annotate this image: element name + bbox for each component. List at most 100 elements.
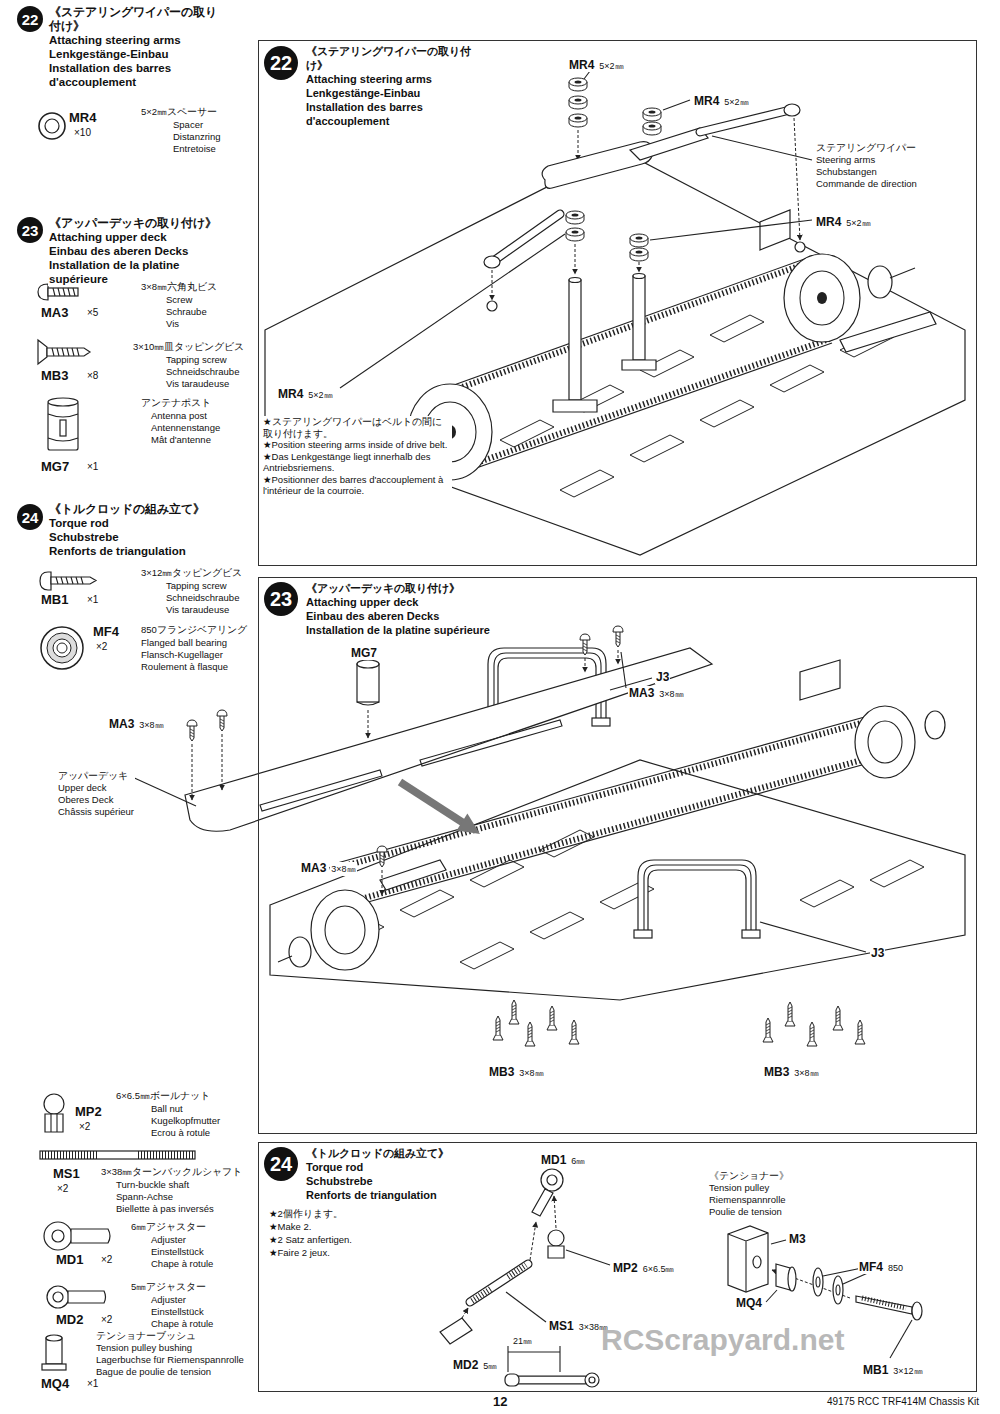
part-description: Vis taraudeuse [165, 378, 240, 390]
callout-label-group: MB33×8㎜ [488, 1062, 545, 1080]
steering-arm-illustration [700, 400, 754, 427]
step-heading: Installation de la platine supérieure [48, 258, 228, 286]
upper-deck-illustration [382, 870, 383, 895]
part-quantity: ×2 [56, 1183, 69, 1195]
step-number-circle: 22 [17, 6, 43, 32]
part-description: Distanzring [172, 131, 222, 143]
part-description: Einstellstück [150, 1306, 214, 1318]
callout-label: MB3 [488, 1065, 515, 1079]
torque-rod-illustration [766, 1290, 777, 1302]
callout-label: MD1 [540, 1153, 567, 1167]
step-heading-group: 《ステアリングワイパーの取り付け》Attaching steering arms… [48, 5, 228, 89]
page-number: 12 [492, 1394, 508, 1410]
upper-deck-illustration [457, 814, 480, 834]
torque-rod-illustration [554, 1196, 556, 1228]
part-description: Ecrou à rotule [150, 1127, 221, 1139]
note: ★Make 2. [268, 1220, 353, 1233]
callout-label: MR4 [568, 58, 595, 72]
upper-deck-illustration [217, 710, 227, 731]
steering-arm-illustration [265, 150, 965, 555]
upper-deck-illustration [400, 890, 454, 917]
part-description-group: 6×6.5㎜ボールナット [115, 1090, 211, 1101]
parts-icons [71, 1229, 110, 1243]
callout-label: MR4 [277, 387, 304, 401]
part-description: 3×10㎜皿タッピングビス [132, 341, 245, 352]
steering-arm-illustration [817, 292, 827, 304]
part-description: 5㎜アジャスター [130, 1281, 207, 1292]
note-group: ★2個作ります。★Make 2.★2 Satz anfertigen.★Fair… [268, 1207, 353, 1259]
parts-icons [51, 1114, 57, 1132]
parts-icons [48, 414, 78, 441]
steering-arm-illustration [643, 122, 661, 135]
callout-label: Tension pulley [708, 1182, 790, 1194]
torque-rod-illustration [843, 1272, 870, 1284]
part-description-group: 3×12㎜タッピングビス [140, 567, 243, 578]
part-code-group: MD2 [55, 1312, 84, 1328]
upper-deck-illustration [130, 626, 965, 1046]
step-number: 24 [270, 1154, 292, 1174]
callout-label-group: MG7 [350, 646, 378, 660]
parts-icons [47, 348, 90, 356]
torque-rod-illustration [788, 1267, 796, 1291]
part-code: MB3 [40, 368, 69, 384]
callout-label-group: MB33×8㎜ [763, 1062, 820, 1080]
part-description-group: 3×8㎜六角丸ビス [140, 281, 218, 292]
part-quantity: ×1 [86, 461, 99, 473]
torque-rod-illustration [508, 1346, 560, 1372]
upper-deck-illustration [380, 860, 446, 890]
parts-icons [52, 1230, 64, 1242]
steering-arm-illustration [633, 274, 645, 279]
callout-label: Steering arms [815, 154, 918, 166]
part-code-group: MR4 [68, 110, 97, 126]
steering-arm-illustration [800, 271, 844, 325]
callout-label: 3×12㎜ [892, 1364, 923, 1378]
steering-arm-illustration [760, 210, 790, 250]
upper-deck-illustration [833, 1006, 843, 1030]
part-description: 6×6.5㎜ボールナット [115, 1090, 211, 1101]
part-description-group: Tension pulley bushingLagerbuchse für Ri… [95, 1342, 245, 1378]
torque-rod-illustration [816, 1277, 820, 1287]
part-description: Roulement à flasque [140, 661, 229, 673]
parts-icons [138, 1151, 193, 1159]
part-description-group: Tapping screwSchneidschraubeVis taraudeu… [165, 354, 240, 390]
part-quantity-group: ×2 [78, 1121, 91, 1133]
part-description: テンショナーブッシュ [95, 1330, 197, 1341]
part-description: 5×2㎜スペーサー [140, 106, 218, 117]
step-heading: 《トルクロッドの組み立て》 [48, 502, 228, 516]
part-code-group: MS1 [52, 1166, 81, 1182]
part-description: Kugelkopfmutter [150, 1115, 221, 1127]
upper-deck-illustration [547, 1006, 557, 1030]
part-description: Tapping screw [165, 580, 240, 592]
upper-deck-illustration [350, 748, 905, 902]
part-quantity-group: ×8 [86, 370, 99, 382]
upper-deck-illustration [278, 956, 292, 962]
callout-label-group: MS13×38㎜ [548, 1316, 609, 1334]
upper-deck-illustration [634, 860, 760, 938]
part-description: Tapping screw [165, 354, 240, 366]
callout-label: Oberes Deck [57, 794, 135, 806]
parts-icons [68, 1291, 106, 1303]
callout-label: MD2 [452, 1358, 479, 1372]
parts-icons [38, 113, 195, 1370]
part-description: Antenna post [150, 410, 221, 422]
steering-arm-illustration [340, 470, 362, 478]
torque-rod-illustration [512, 1377, 585, 1384]
torque-rod-illustration [836, 1285, 840, 1295]
parts-icons [44, 1222, 72, 1250]
steering-arm-illustration [462, 343, 832, 473]
callout-label: 850 [887, 1261, 904, 1275]
upper-deck-illustration [760, 922, 866, 952]
step-heading: 《アッパーデッキの取り付け》 [48, 216, 228, 230]
step-heading: Renforts de triangulation [306, 1188, 506, 1202]
upper-deck-illustration [130, 776, 196, 806]
torque-rod-illustration [462, 1308, 468, 1318]
steering-arm-illustration [650, 220, 812, 240]
upper-deck-illustration [368, 710, 369, 738]
watermark-group: RCScrapyard.net [600, 1322, 845, 1358]
step-number: 22 [22, 12, 39, 27]
part-description: Tension pulley bushing [95, 1342, 245, 1354]
upper-deck-illustration [493, 1016, 503, 1040]
upper-deck-illustration [260, 770, 382, 811]
torque-rod-illustration [813, 1268, 823, 1296]
part-description: Schraube [165, 306, 208, 318]
